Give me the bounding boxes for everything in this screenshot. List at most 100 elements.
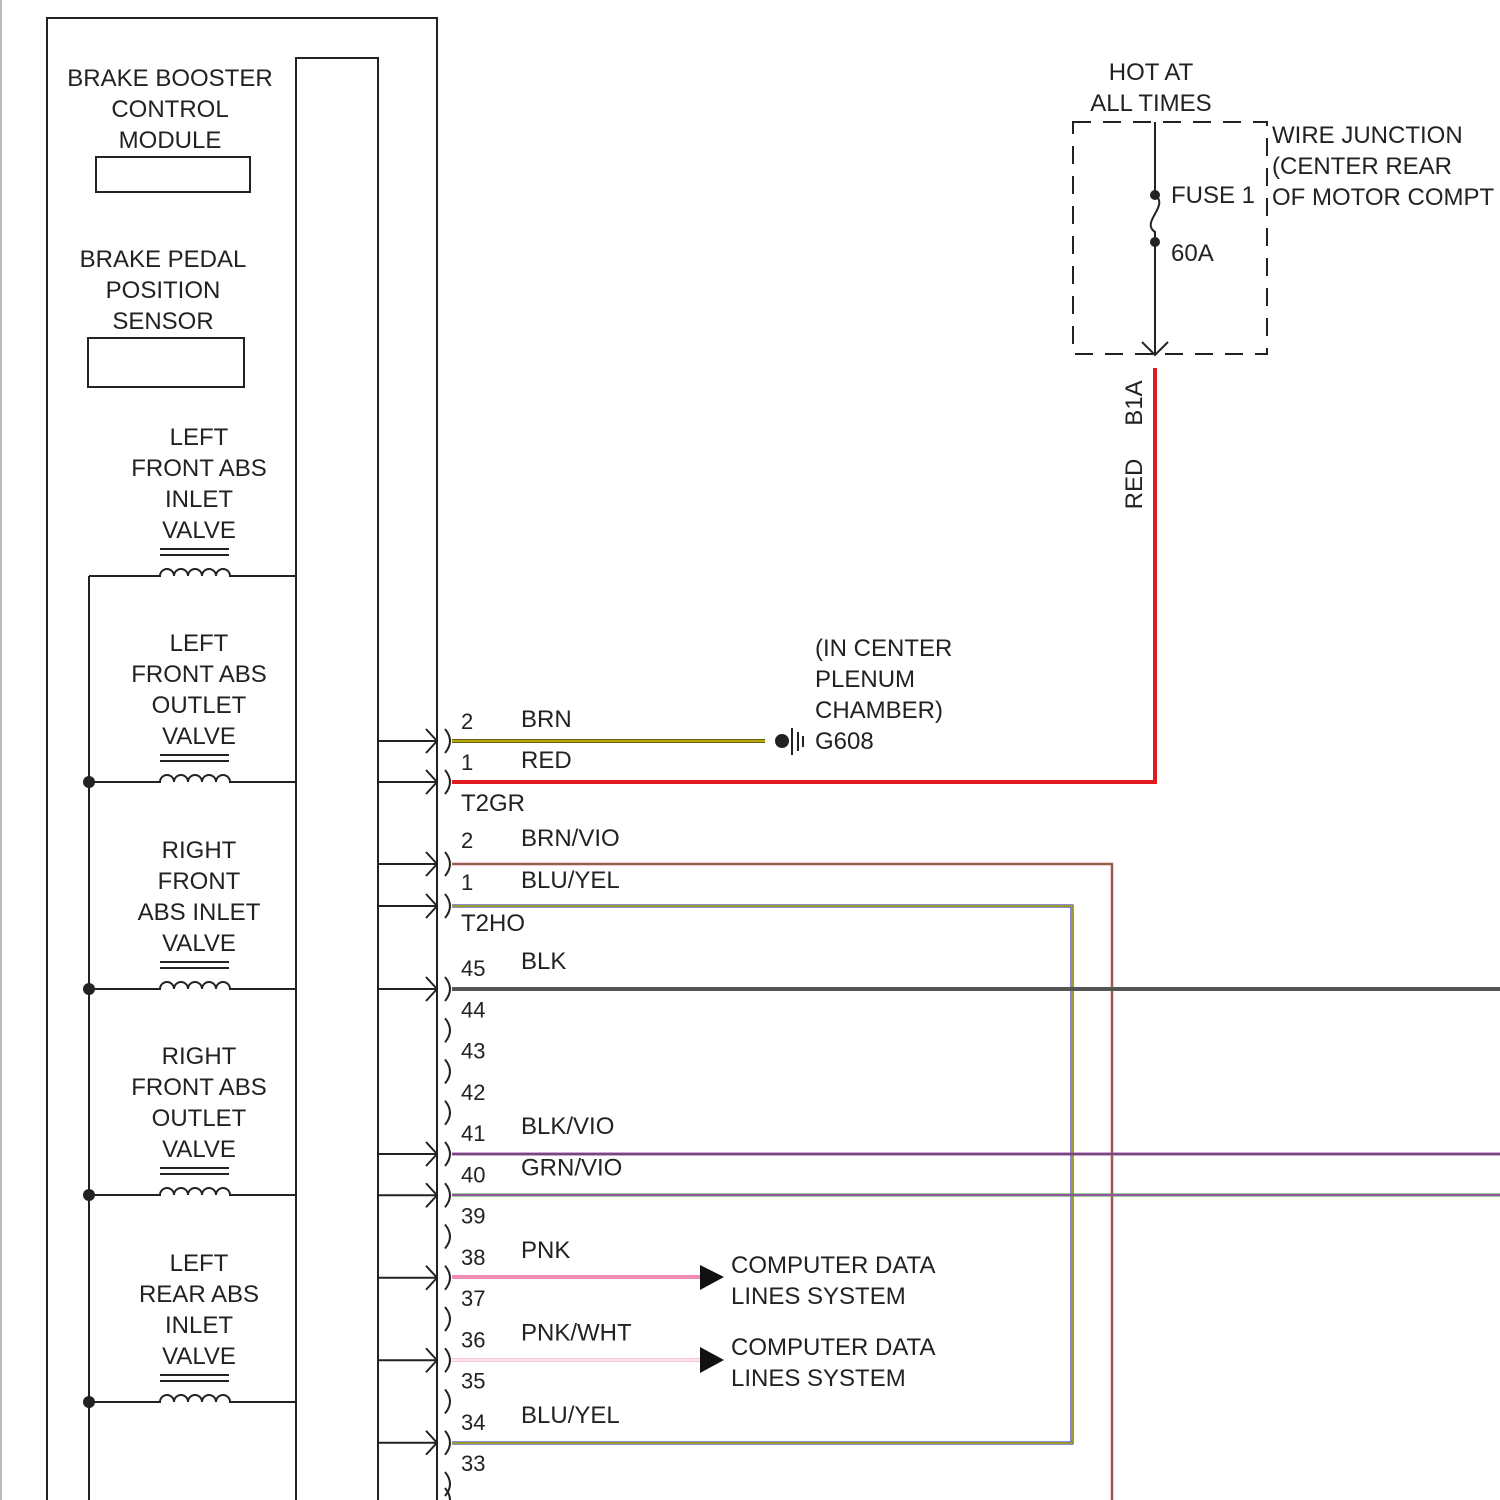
valve-4-label-line4: VALVE	[162, 1136, 236, 1163]
main-pin-39-female-icon	[445, 1225, 450, 1249]
main-pin-39-number: 39	[461, 1204, 485, 1229]
valve-4-label-line1: RIGHT	[162, 1043, 237, 1070]
t2gr-connector-name: T2GR	[461, 790, 525, 817]
main-pin-42-number: 42	[461, 1080, 485, 1105]
valve-1-label-line4: VALVE	[162, 517, 236, 544]
brake-booster-label-line2: CONTROL	[111, 96, 228, 123]
main-pin-38-female-icon	[445, 1266, 450, 1290]
valve-5-label-line3: INLET	[165, 1312, 233, 1339]
valve-3-label-line3: ABS INLET	[138, 899, 261, 926]
main-pin-35-female-icon	[445, 1390, 450, 1414]
t2gr-pin-1-number: 1	[461, 750, 473, 775]
brake-pedal-label-line2: POSITION	[106, 277, 221, 304]
valve-3-splice-dot	[83, 983, 95, 995]
t2ho-pin-2-number: 2	[461, 828, 473, 853]
t2ho-pin-2-female-icon	[445, 852, 450, 876]
main-pin-43-number: 43	[461, 1039, 485, 1064]
main-pin-40-female-icon	[445, 1183, 450, 1207]
t2gr-pin-2-number: 2	[461, 709, 473, 734]
main-pin-33-number: 33	[461, 1451, 485, 1476]
valve-1-coil-icon	[89, 569, 296, 576]
brake-booster-label-line1: BRAKE BOOSTER	[67, 65, 272, 92]
hot-at-label-line1: HOT AT	[1109, 59, 1194, 86]
solenoid-valves: LEFT FRONT ABS INLET VALVE LEFT FRONT ABS OUTL…	[83, 424, 296, 1408]
valve-2-splice-dot	[83, 776, 95, 788]
terminal-label: B1A	[1121, 380, 1148, 425]
main-pin-37-female-icon	[445, 1307, 450, 1331]
t2ho-pin-1-wire-color: BLU/YEL	[521, 867, 620, 894]
main-pin-41-wire-color: BLK/VIO	[521, 1113, 614, 1140]
wire-junction-label-line3: OF MOTOR COMPT	[1272, 184, 1495, 211]
t2gr-pin-2-wire-color: BRN	[521, 706, 572, 733]
fuse-rating: 60A	[1171, 240, 1214, 267]
valve-3-label-line1: RIGHT	[162, 837, 237, 864]
pin36-destination-line1: COMPUTER DATA	[731, 1334, 935, 1361]
main-pin-40-number: 40	[461, 1162, 485, 1187]
brake-pedal-label-line1: BRAKE PEDAL	[80, 246, 247, 273]
valve-2-label-line2: FRONT ABS	[131, 661, 267, 688]
valve-5-label-line4: VALVE	[162, 1343, 236, 1370]
t2ho-pin-1-female-icon	[445, 894, 450, 918]
t2gr-pin-1-female-icon	[445, 770, 450, 794]
valve-1-label-line3: INLET	[165, 486, 233, 513]
main-pin-34-wire-color: BLU/YEL	[521, 1402, 620, 1429]
t2gr-pin-2-female-icon	[445, 729, 450, 753]
main-pin-34-female-icon	[445, 1431, 450, 1455]
valve-5-label-line1: LEFT	[170, 1250, 229, 1277]
ground-location-line2: PLENUM	[815, 666, 915, 693]
wire-junction-label-line1: WIRE JUNCTION	[1272, 122, 1463, 149]
pin38-destination-arrow-icon	[700, 1265, 724, 1290]
main-pin-34-number: 34	[461, 1410, 485, 1435]
pin38-destination-line1: COMPUTER DATA	[731, 1252, 935, 1279]
main-pin-37-number: 37	[461, 1286, 485, 1311]
valve-5-coil-icon	[89, 1395, 296, 1402]
valve-3-coil-icon	[89, 982, 296, 989]
t2ho-pin-1-number: 1	[461, 870, 473, 895]
ground-point	[775, 734, 789, 748]
main-pin-36-female-icon	[445, 1348, 450, 1372]
main-pin-41-number: 41	[461, 1121, 485, 1146]
main-pin-35-number: 35	[461, 1369, 485, 1394]
wire-junction-label-line2: (CENTER REAR	[1272, 153, 1452, 180]
hot-at-label-line2: ALL TIMES	[1090, 90, 1211, 117]
valve-1-label-line2: FRONT ABS	[131, 455, 267, 482]
brake-booster-module-box	[96, 157, 250, 192]
valve-2-coil-icon	[89, 775, 296, 782]
ground-name: G608	[815, 728, 874, 755]
main-pin-44-female-icon	[445, 1018, 450, 1042]
valve-1-label-line1: LEFT	[170, 424, 229, 451]
valve-4-label-line2: FRONT ABS	[131, 1074, 267, 1101]
valve-4-label-line3: OUTLET	[152, 1105, 247, 1132]
ground-location-line1: (IN CENTER	[815, 635, 952, 662]
main-pin-41-female-icon	[445, 1142, 450, 1166]
t2ho-pin-2-wire-color: BRN/VIO	[521, 825, 620, 852]
pin38-destination-line2: LINES SYSTEM	[731, 1283, 906, 1310]
fuse-name: FUSE 1	[1171, 182, 1255, 209]
t2ho-connector-name: T2HO	[461, 910, 525, 937]
main-pin-38-number: 38	[461, 1245, 485, 1270]
valve-2-label-line1: LEFT	[170, 630, 229, 657]
main-pin-38-wire-color: PNK	[521, 1237, 570, 1264]
power-wire-color: RED	[1121, 459, 1148, 510]
main-pin-42-female-icon	[445, 1101, 450, 1125]
main-pin-40-wire-color: GRN/VIO	[521, 1154, 622, 1181]
main-pin-45-female-icon	[445, 977, 450, 1001]
valve-4-coil-icon	[89, 1188, 296, 1195]
t2gr-pin-1-wire-color: RED	[521, 747, 572, 774]
valve-2-label-line3: OUTLET	[152, 692, 247, 719]
main-pin-43-female-icon	[445, 1060, 450, 1084]
ground-location-line3: CHAMBER)	[815, 697, 943, 724]
module-inner-box	[296, 58, 378, 1500]
fuse-icon	[1151, 195, 1160, 242]
brake-pedal-label-line3: SENSOR	[112, 308, 213, 335]
valve-2-label-line4: VALVE	[162, 723, 236, 750]
main-pin-44-number: 44	[461, 997, 485, 1022]
valve-3-label-line2: FRONT	[158, 868, 241, 895]
valve-4-splice-dot	[83, 1189, 95, 1201]
main-pin-36-wire-color: PNK/WHT	[521, 1319, 632, 1346]
valve-5-splice-dot	[83, 1396, 95, 1408]
valve-3-label-line4: VALVE	[162, 930, 236, 957]
main-pin-45-number: 45	[461, 956, 485, 981]
